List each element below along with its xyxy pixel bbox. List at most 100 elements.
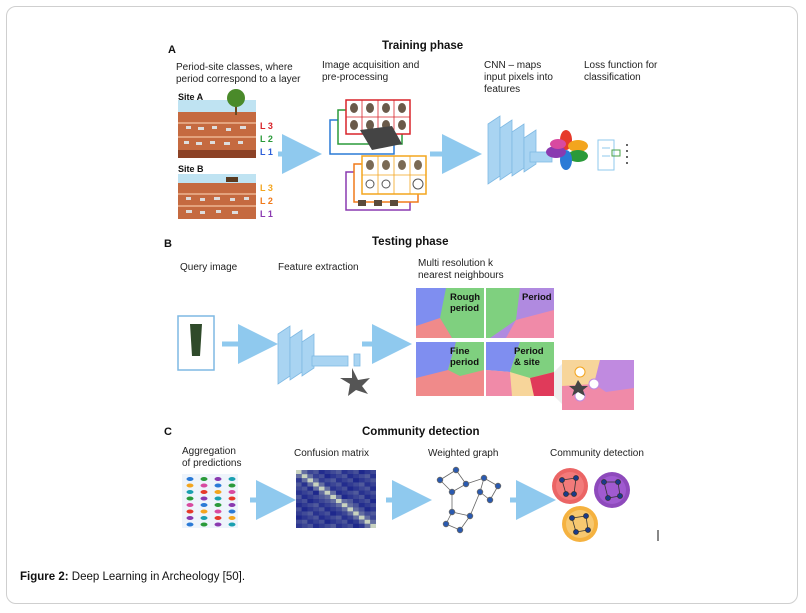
confusion-cell xyxy=(330,523,336,528)
confusion-cell xyxy=(341,478,348,483)
confusion-cell xyxy=(324,490,331,495)
confusion-cell xyxy=(318,515,325,520)
graph-node xyxy=(486,496,494,504)
site-a-layer-3: L 3 xyxy=(260,121,273,131)
voronoi-label-fine-period: Fine period xyxy=(450,346,480,368)
confusion-cell xyxy=(307,486,314,491)
graph-node xyxy=(452,466,460,474)
prediction-dot xyxy=(200,522,208,527)
confusion-cell xyxy=(330,519,336,524)
confusion-cell xyxy=(307,515,314,520)
graph-node xyxy=(480,474,488,482)
confusion-cell xyxy=(341,503,348,508)
prediction-dot xyxy=(214,509,222,514)
confusion-cell xyxy=(330,494,336,499)
confusion-cell xyxy=(370,474,376,479)
confusion-cell xyxy=(341,482,348,487)
confusion-cell xyxy=(370,523,376,528)
confusion-cell xyxy=(336,494,342,499)
confusion-cell xyxy=(341,515,348,520)
confusion-cell xyxy=(347,490,354,495)
confusion-cell xyxy=(364,511,371,516)
graph-node xyxy=(448,488,456,496)
weighted-graph xyxy=(436,466,502,534)
site-b-label: Site B xyxy=(178,164,204,174)
confusion-cell xyxy=(324,486,331,491)
confusion-cell xyxy=(370,494,376,499)
confusion-cell xyxy=(324,519,331,524)
confusion-cell xyxy=(301,503,308,508)
graph-edge xyxy=(469,491,481,517)
step-weighted-graph: Weighted graph xyxy=(428,448,499,459)
confusion-cell xyxy=(301,523,308,528)
confusion-cell xyxy=(364,519,371,524)
confusion-cell xyxy=(318,494,325,499)
confusion-cell xyxy=(347,503,354,508)
query-image xyxy=(177,315,215,371)
confusion-cell xyxy=(330,499,336,504)
confusion-cell xyxy=(347,523,354,528)
caption-text: Deep Learning in Archeology [50]. xyxy=(68,571,246,583)
graph-node xyxy=(494,482,502,490)
confusion-cell xyxy=(330,470,336,475)
confusion-cell xyxy=(313,470,319,475)
step-multi-resolution-knn: Multi resolution k nearest neighbours xyxy=(418,258,504,281)
confusion-cell xyxy=(364,486,371,491)
confusion-cell xyxy=(324,494,331,499)
site-b-layer-3: L 3 xyxy=(260,183,273,193)
confusion-cell xyxy=(364,499,371,504)
confusion-cell xyxy=(324,515,331,520)
confusion-cell xyxy=(353,499,359,504)
confusion-cell xyxy=(347,482,354,487)
confusion-cell xyxy=(358,470,365,475)
loss-function-diagram xyxy=(597,139,628,171)
site-a-label: Site A xyxy=(178,92,204,102)
confusion-cell xyxy=(318,507,325,512)
confusion-cell xyxy=(296,519,302,524)
site-b-illustration xyxy=(178,174,256,219)
image-stack-site-a xyxy=(329,99,411,155)
confusion-cell xyxy=(318,486,325,491)
confusion-cell xyxy=(353,478,359,483)
confusion-cell xyxy=(313,490,319,495)
prediction-dot xyxy=(186,503,194,507)
confusion-cell xyxy=(301,486,308,491)
prediction-dot xyxy=(214,522,222,527)
confusion-cell xyxy=(313,499,319,504)
confusion-cell xyxy=(318,523,325,528)
prediction-dot xyxy=(186,496,194,501)
prediction-dot xyxy=(186,516,194,520)
confusion-cell xyxy=(370,490,376,495)
confusion-cell xyxy=(296,499,302,504)
voronoi-fine-period xyxy=(416,342,484,396)
prediction-dot xyxy=(228,516,236,520)
confusion-cell xyxy=(296,507,302,512)
confusion-cell xyxy=(364,494,371,499)
prediction-dot xyxy=(228,483,236,488)
prediction-dot xyxy=(186,490,194,494)
panel-b-letter: B xyxy=(164,238,172,250)
confusion-cell xyxy=(358,515,365,520)
image-stack-site-b xyxy=(345,155,427,211)
step-query-image: Query image xyxy=(180,262,238,273)
confusion-cell xyxy=(307,507,314,512)
confusion-cell xyxy=(347,507,354,512)
confusion-cell xyxy=(347,515,354,520)
confusion-cell xyxy=(341,494,348,499)
confusion-cell xyxy=(301,499,308,504)
confusion-cell xyxy=(341,519,348,524)
confusion-cell xyxy=(364,523,371,528)
confusion-cell xyxy=(324,482,331,487)
prediction-dot xyxy=(200,483,208,488)
confusion-cell xyxy=(341,499,348,504)
confusion-cell xyxy=(318,470,325,475)
confusion-cell xyxy=(307,519,314,524)
caption-label: Figure 2: xyxy=(20,571,69,583)
prediction-dot xyxy=(214,490,222,494)
confusion-cell xyxy=(364,515,371,520)
confusion-cell xyxy=(307,503,314,508)
prediction-dot xyxy=(186,477,194,481)
voronoi-label-period: Period xyxy=(522,292,552,303)
site-b-layer-2: L 2 xyxy=(260,196,273,206)
confusion-cell xyxy=(358,478,365,483)
